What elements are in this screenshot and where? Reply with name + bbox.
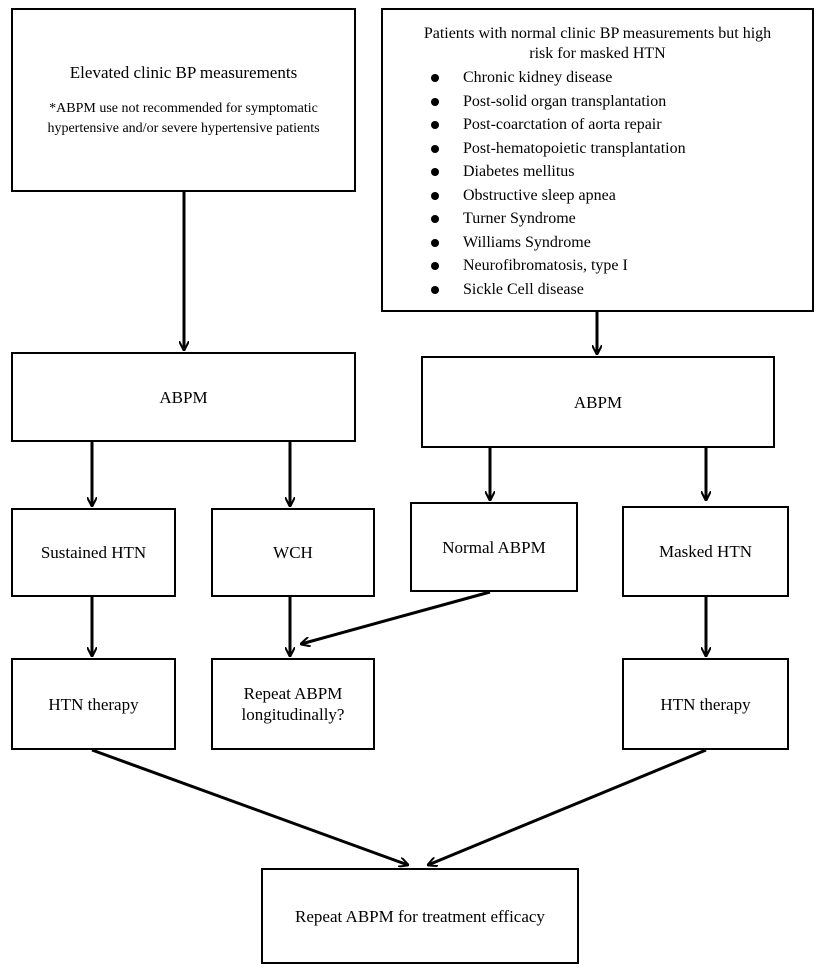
elevated-note: *ABPM use not recommended for symptomati… [47,100,320,136]
box-abpm-right: ABPM [421,356,775,448]
high-risk-title: Patients with normal clinic BP measureme… [423,25,772,62]
risk-item: Neurofibromatosis, type I [431,254,686,278]
therapy-left-label: HTN therapy [48,694,139,714]
box-repeat-treatment-efficacy: Repeat ABPM for treatment efficacy [261,868,579,964]
box-htn-therapy-left: HTN therapy [11,658,176,750]
box-normal-abpm: Normal ABPM [410,502,578,592]
abpm-right-label: ABPM [573,392,623,412]
risk-item: Obstructive sleep apnea [431,184,686,208]
risk-item: Post-hematopoietic transplantation [431,137,686,161]
risk-list: Chronic kidney disease Post-solid organ … [431,66,686,301]
arrow-therapy-left-to-efficacy [91,748,408,865]
arrow-normal-to-repeat [301,590,491,644]
therapy-right-label: HTN therapy [660,694,751,714]
box-high-risk-masked-htn: Patients with normal clinic BP measureme… [381,8,814,312]
sustained-label: Sustained HTN [40,543,147,562]
box-masked-htn: Masked HTN [622,506,789,597]
box-elevated-clinic-bp: Elevated clinic BP measurements *ABPM us… [11,8,356,192]
masked-label: Masked HTN [658,542,752,561]
risk-item: Post-solid organ transplantation [431,90,686,114]
abpm-left-label: ABPM [159,387,208,407]
efficacy-label: Repeat ABPM for treatment efficacy [295,906,545,926]
risk-item: Diabetes mellitus [431,160,686,184]
risk-item: Williams Syndrome [431,231,686,255]
arrow-therapy-right-to-efficacy [428,748,707,865]
risk-item: Turner Syndrome [431,207,686,231]
wch-label: WCH [273,543,313,562]
risk-item: Chronic kidney disease [431,66,686,90]
box-abpm-left: ABPM [11,352,356,442]
box-htn-therapy-right: HTN therapy [622,658,789,750]
repeat-long-label: Repeat ABPM longitudinally? [241,684,345,724]
risk-item: Post-coarctation of aorta repair [431,113,686,137]
elevated-title: Elevated clinic BP measurements [69,62,298,82]
box-wch: WCH [211,508,375,597]
box-sustained-htn: Sustained HTN [11,508,176,597]
box-repeat-longitudinally: Repeat ABPM longitudinally? [211,658,375,750]
normal-abpm-label: Normal ABPM [442,537,546,557]
risk-item: Sickle Cell disease [431,278,686,302]
